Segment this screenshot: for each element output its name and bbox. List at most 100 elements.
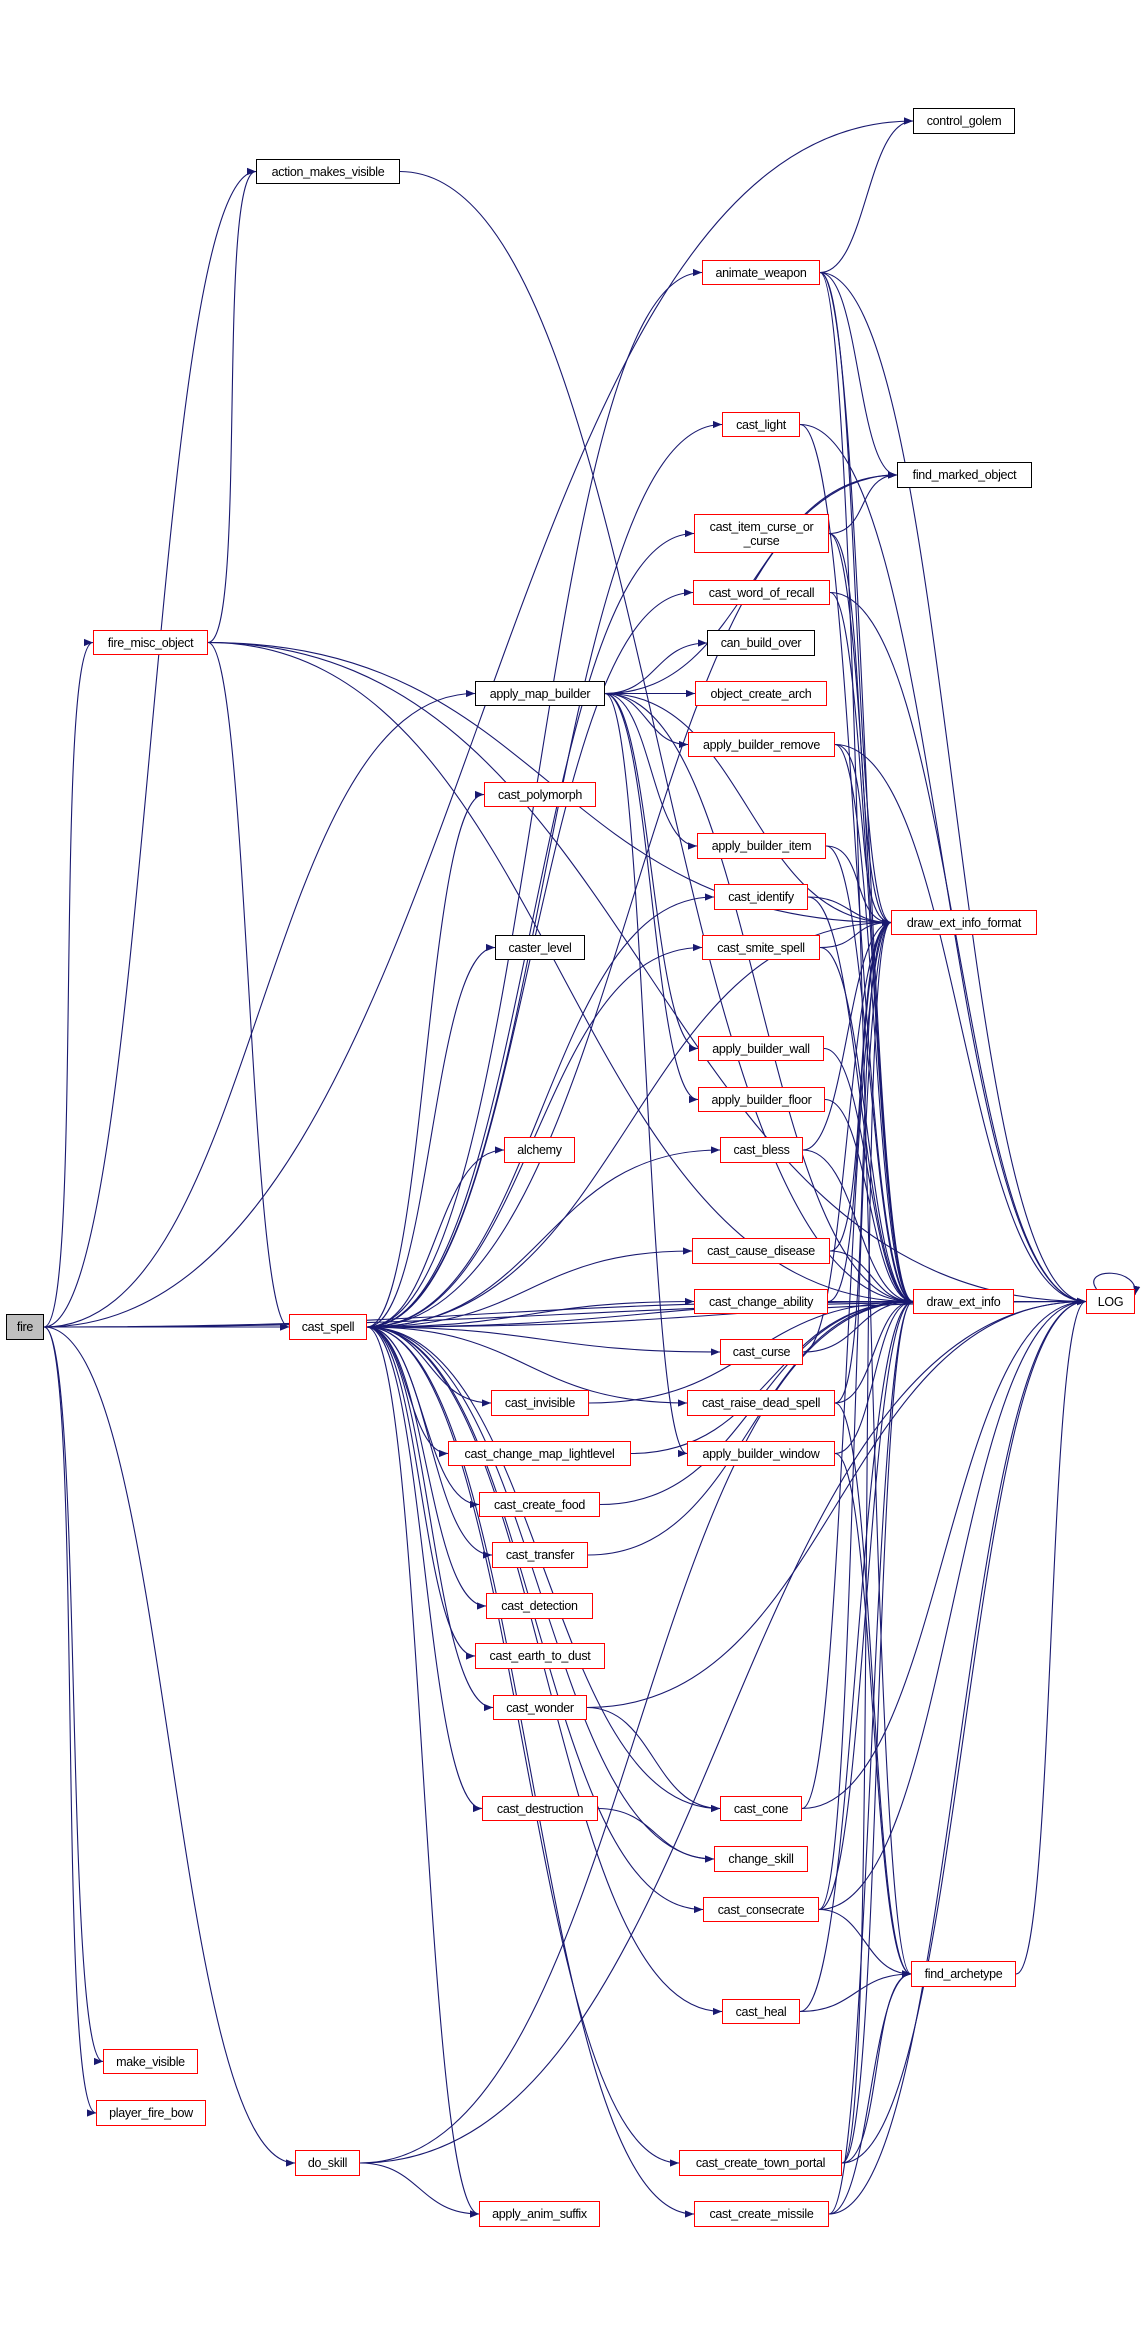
edge-do_skill-to-draw_ext_info: [359, 1297, 914, 2164]
edge-fire-to-do_skill: [43, 1326, 296, 2167]
edge-cast_spell-to-alchemy: [366, 1146, 505, 1328]
node-draw-ext-info[interactable]: draw_ext_info: [913, 1289, 1014, 1314]
node-cast-wonder[interactable]: cast_wonder: [493, 1695, 587, 1720]
node-cast-create-food[interactable]: cast_create_food: [479, 1492, 600, 1517]
node-cast-destruction[interactable]: cast_destruction: [482, 1796, 598, 1821]
edge-cast_create_town_portal-to-LOG: [841, 1297, 1087, 2164]
node-apply-builder-item[interactable]: apply_builder_item: [697, 833, 826, 859]
edge-cast_consecrate-to-LOG: [818, 1297, 1087, 1911]
node-log[interactable]: LOG: [1086, 1289, 1135, 1314]
node-apply-builder-remove[interactable]: apply_builder_remove: [688, 732, 835, 757]
node-caster-level[interactable]: caster_level: [495, 935, 585, 960]
edge-cast_spell-to-cast_create_town_portal: [366, 1326, 680, 2167]
node-fire[interactable]: fire: [6, 1314, 44, 1340]
node-cast-polymorph[interactable]: cast_polymorph: [484, 782, 596, 807]
edge-cast_spell-to-cast_bless: [366, 1146, 721, 1328]
edge-cast_heal-to-find_archetype: [799, 1970, 912, 2013]
node-change-skill[interactable]: change_skill: [714, 1846, 808, 1872]
edge-do_skill-to-LOG: [359, 1297, 1087, 2164]
node-object-create-arch[interactable]: object_create_arch: [695, 681, 827, 706]
node-cast-transfer[interactable]: cast_transfer: [492, 1542, 588, 1568]
node-cast-earth-to-dust[interactable]: cast_earth_to_dust: [475, 1643, 605, 1669]
node-cast-bless[interactable]: cast_bless: [720, 1137, 803, 1163]
edge-animate_weapon-to-find_marked_object: [819, 271, 898, 479]
node-cast-change-ability[interactable]: cast_change_ability: [694, 1289, 828, 1314]
node-can-build-over[interactable]: can_build_over: [707, 630, 815, 656]
node-fire-misc-object[interactable]: fire_misc_object: [93, 630, 208, 655]
edge-cast_create_missile-to-find_archetype: [828, 1970, 912, 2215]
edge-find_archetype-to-LOG: [1015, 1298, 1087, 1975]
edge-cast_spell-to-draw_ext_info: [366, 1297, 914, 1328]
edge-cast_item_curse_or_curse-to-draw_ext_info_format: [828, 532, 892, 927]
node-cast-curse[interactable]: cast_curse: [720, 1339, 803, 1365]
edge-fire_misc_object-to-action_makes_visible: [207, 168, 257, 644]
node-cast-identify[interactable]: cast_identify: [714, 884, 808, 910]
edge-cast_spell-to-cast_detection: [366, 1326, 487, 1610]
node-cast-heal[interactable]: cast_heal: [722, 1999, 800, 2024]
node-draw-ext-info-format[interactable]: draw_ext_info_format: [891, 910, 1037, 935]
node-player-fire-bow[interactable]: player_fire_bow: [96, 2100, 206, 2126]
node-cast-word-of-recall[interactable]: cast_word_of_recall: [693, 580, 830, 605]
node-animate-weapon[interactable]: animate_weapon: [702, 260, 820, 285]
node-cast-raise-dead-spell[interactable]: cast_raise_dead_spell: [687, 1390, 835, 1416]
edge-animate_weapon-to-draw_ext_info_format: [819, 271, 892, 926]
edge-cast_spell-to-cast_item_curse_or_curse: [366, 529, 695, 1328]
edge-fire-to-player_fire_bow: [43, 1326, 97, 2117]
edge-cast_spell-to-cast_cause_disease: [366, 1247, 693, 1328]
node-find-archetype[interactable]: find_archetype: [911, 1961, 1016, 1987]
node-cast-item-curse-or-curse[interactable]: cast_item_curse_or _curse: [694, 514, 829, 553]
edge-cast_cause_disease-to-draw_ext_info: [829, 1250, 914, 1306]
edge-cast_wonder-to-cast_cone: [586, 1706, 721, 1813]
edge-apply_map_builder-to-apply_builder_window: [604, 692, 688, 1457]
edge-cast_spell-to-cast_heal: [366, 1326, 723, 2016]
edge-cast_consecrate-to-find_archetype: [818, 1908, 912, 1978]
node-cast-light[interactable]: cast_light: [722, 412, 800, 437]
node-cast-invisible[interactable]: cast_invisible: [491, 1390, 589, 1416]
node-apply-builder-window[interactable]: apply_builder_window: [687, 1441, 835, 1466]
edge-cast_cause_disease-to-draw_ext_info_format: [829, 918, 892, 1252]
edge-cast_bless-to-draw_ext_info_format: [802, 918, 892, 1151]
edge-cast_create_missile-to-LOG: [828, 1297, 1087, 2215]
node-cast-cone[interactable]: cast_cone: [720, 1796, 802, 1821]
edge-cast_spell-to-cast_wonder: [366, 1326, 494, 1712]
edge-cast_create_town_portal-to-find_archetype: [841, 1970, 912, 2164]
edge-fire-to-apply_map_builder: [43, 689, 476, 1328]
node-do-skill[interactable]: do_skill: [295, 2150, 360, 2176]
edge-cast_spell-to-cast_polymorph: [366, 790, 485, 1328]
edge-apply_map_builder-to-apply_builder_item: [604, 692, 698, 850]
node-cast-cause-disease[interactable]: cast_cause_disease: [692, 1238, 830, 1264]
edge-cast_create_missile-to-draw_ext_info: [828, 1298, 914, 2215]
edge-cast_spell-to-cast_raise_dead_spell: [366, 1326, 688, 1407]
node-cast-smite-spell[interactable]: cast_smite_spell: [702, 935, 820, 960]
node-find-marked-object[interactable]: find_marked_object: [897, 462, 1032, 488]
node-cast-consecrate[interactable]: cast_consecrate: [703, 1897, 819, 1922]
edge-cast_spell-to-apply_anim_suffix: [366, 1326, 480, 2218]
edge-apply_map_builder-to-draw_ext_info_format: [604, 692, 892, 927]
edge-cast_light-to-draw_ext_info: [799, 423, 914, 1305]
node-apply-anim-suffix[interactable]: apply_anim_suffix: [479, 2201, 600, 2227]
node-action-makes-visible[interactable]: action_makes_visible: [256, 159, 400, 184]
edge-animate_weapon-to-control_golem: [819, 117, 914, 274]
edge-cast_spell-to-cast_light: [366, 420, 723, 1328]
edge-cast_spell-to-cast_identify: [366, 893, 715, 1328]
edge-cast_cone-to-draw_ext_info_format: [801, 919, 892, 1810]
edge-cast_item_curse_or_curse-to-find_marked_object: [828, 471, 898, 535]
node-control-golem[interactable]: control_golem: [913, 108, 1015, 134]
edge-cast_curse-to-draw_ext_info_format: [802, 918, 892, 1353]
node-apply-map-builder[interactable]: apply_map_builder: [475, 681, 605, 706]
node-apply-builder-floor[interactable]: apply_builder_floor: [698, 1087, 825, 1112]
edge-cast_cone-to-LOG: [801, 1297, 1087, 1810]
node-cast-detection[interactable]: cast_detection: [486, 1593, 593, 1619]
node-make-visible[interactable]: make_visible: [103, 2049, 198, 2074]
edge-cast_spell-to-draw_ext_info_format: [366, 918, 892, 1328]
node-apply-builder-wall[interactable]: apply_builder_wall: [698, 1036, 824, 1061]
node-cast-create-town-portal[interactable]: cast_create_town_portal: [679, 2150, 842, 2176]
node-alchemy[interactable]: alchemy: [504, 1137, 575, 1163]
node-cast-change-map-lightlevel[interactable]: cast_change_map_lightlevel: [448, 1441, 631, 1466]
edge-fire-to-fire_misc_object: [43, 639, 94, 1328]
edge-cast_spell-to-cast_destruction: [366, 1326, 483, 1813]
node-cast-spell[interactable]: cast_spell: [289, 1314, 367, 1340]
node-cast-create-missile[interactable]: cast_create_missile: [694, 2201, 829, 2227]
